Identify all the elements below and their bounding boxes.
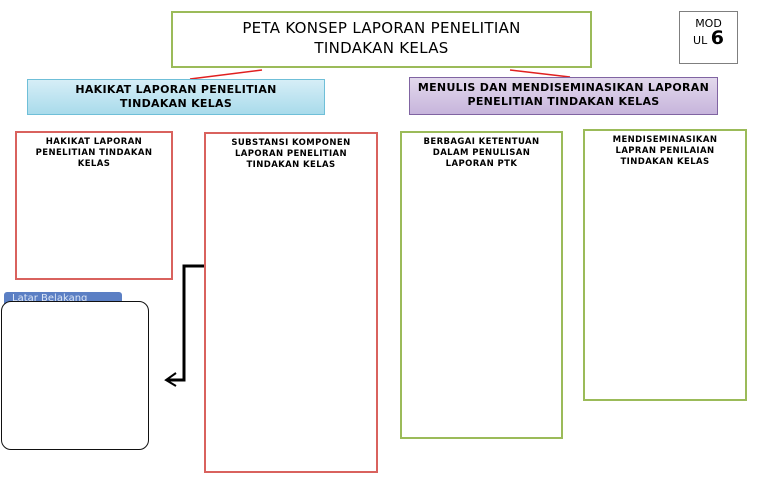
title-line-1: PETA KONSEP LAPORAN PENELITIAN <box>242 19 521 37</box>
box-hakikat-line1: HAKIKAT LAPORAN <box>45 137 143 147</box>
box-hakikat: HAKIKAT LAPORAN PENELITIAN TINDAKAN KELA… <box>15 131 173 280</box>
arrow-head-icon <box>164 372 177 387</box>
box-substansi-line3: TINDAKAN KELAS <box>246 160 336 170</box>
section-header-hakikat-line2: TINDAKAN KELAS <box>119 97 233 110</box>
elbow-arrow <box>168 264 208 382</box>
box-substansi: SUBSTANSI KOMPONEN LAPORAN PENELITIAN TI… <box>204 132 378 473</box>
box-diseminasi-line1: MENDISEMINASIKAN <box>612 135 718 145</box>
empty-rounded-box <box>1 301 149 450</box>
module-label-prefix: UL <box>693 34 708 47</box>
box-diseminasi-line3: TINDAKAN KELAS <box>620 157 710 167</box>
box-hakikat-line2: PENELITIAN TINDAKAN <box>35 148 153 158</box>
box-ketentuan: BERBAGAI KETENTUAN DALAM PENULISAN LAPOR… <box>400 131 563 439</box>
box-substansi-line1: SUBSTANSI KOMPONEN <box>231 138 351 148</box>
section-header-hakikat: HAKIKAT LAPORAN PENELITIAN TINDAKAN KELA… <box>27 79 325 115</box>
section-header-menulis-line1: MENULIS DAN MENDISEMINASIKAN LAPORAN <box>417 81 710 94</box>
connector-title-left <box>189 69 263 80</box>
section-header-menulis-line2: PENELITIAN TINDAKAN KELAS <box>467 95 660 108</box>
box-diseminasi: MENDISEMINASIKAN LAPRAN PENILAIAN TINDAK… <box>583 129 747 401</box>
module-label-bottom: UL 6 <box>680 29 737 48</box>
connector-title-right <box>509 69 571 78</box>
module-number: 6 <box>710 27 724 49</box>
title-line-2: TINDAKAN KELAS <box>314 39 449 57</box>
box-hakikat-line3: KELAS <box>77 159 111 169</box>
module-badge: MOD UL 6 <box>679 11 738 64</box>
box-ketentuan-line1: BERBAGAI KETENTUAN <box>423 137 540 147</box>
module-label-top: MOD <box>695 17 722 30</box>
concept-map-title: PETA KONSEP LAPORAN PENELITIAN TINDAKAN … <box>171 11 592 68</box>
box-ketentuan-line2: DALAM PENULISAN <box>432 148 531 158</box>
box-substansi-line2: LAPORAN PENELITIAN <box>234 149 348 159</box>
section-header-menulis: MENULIS DAN MENDISEMINASIKAN LAPORAN PEN… <box>409 77 718 115</box>
section-header-hakikat-line1: HAKIKAT LAPORAN PENELITIAN <box>75 83 277 96</box>
box-ketentuan-line3: LAPORAN PTK <box>445 159 518 169</box>
box-diseminasi-line2: LAPRAN PENILAIAN <box>615 146 715 156</box>
